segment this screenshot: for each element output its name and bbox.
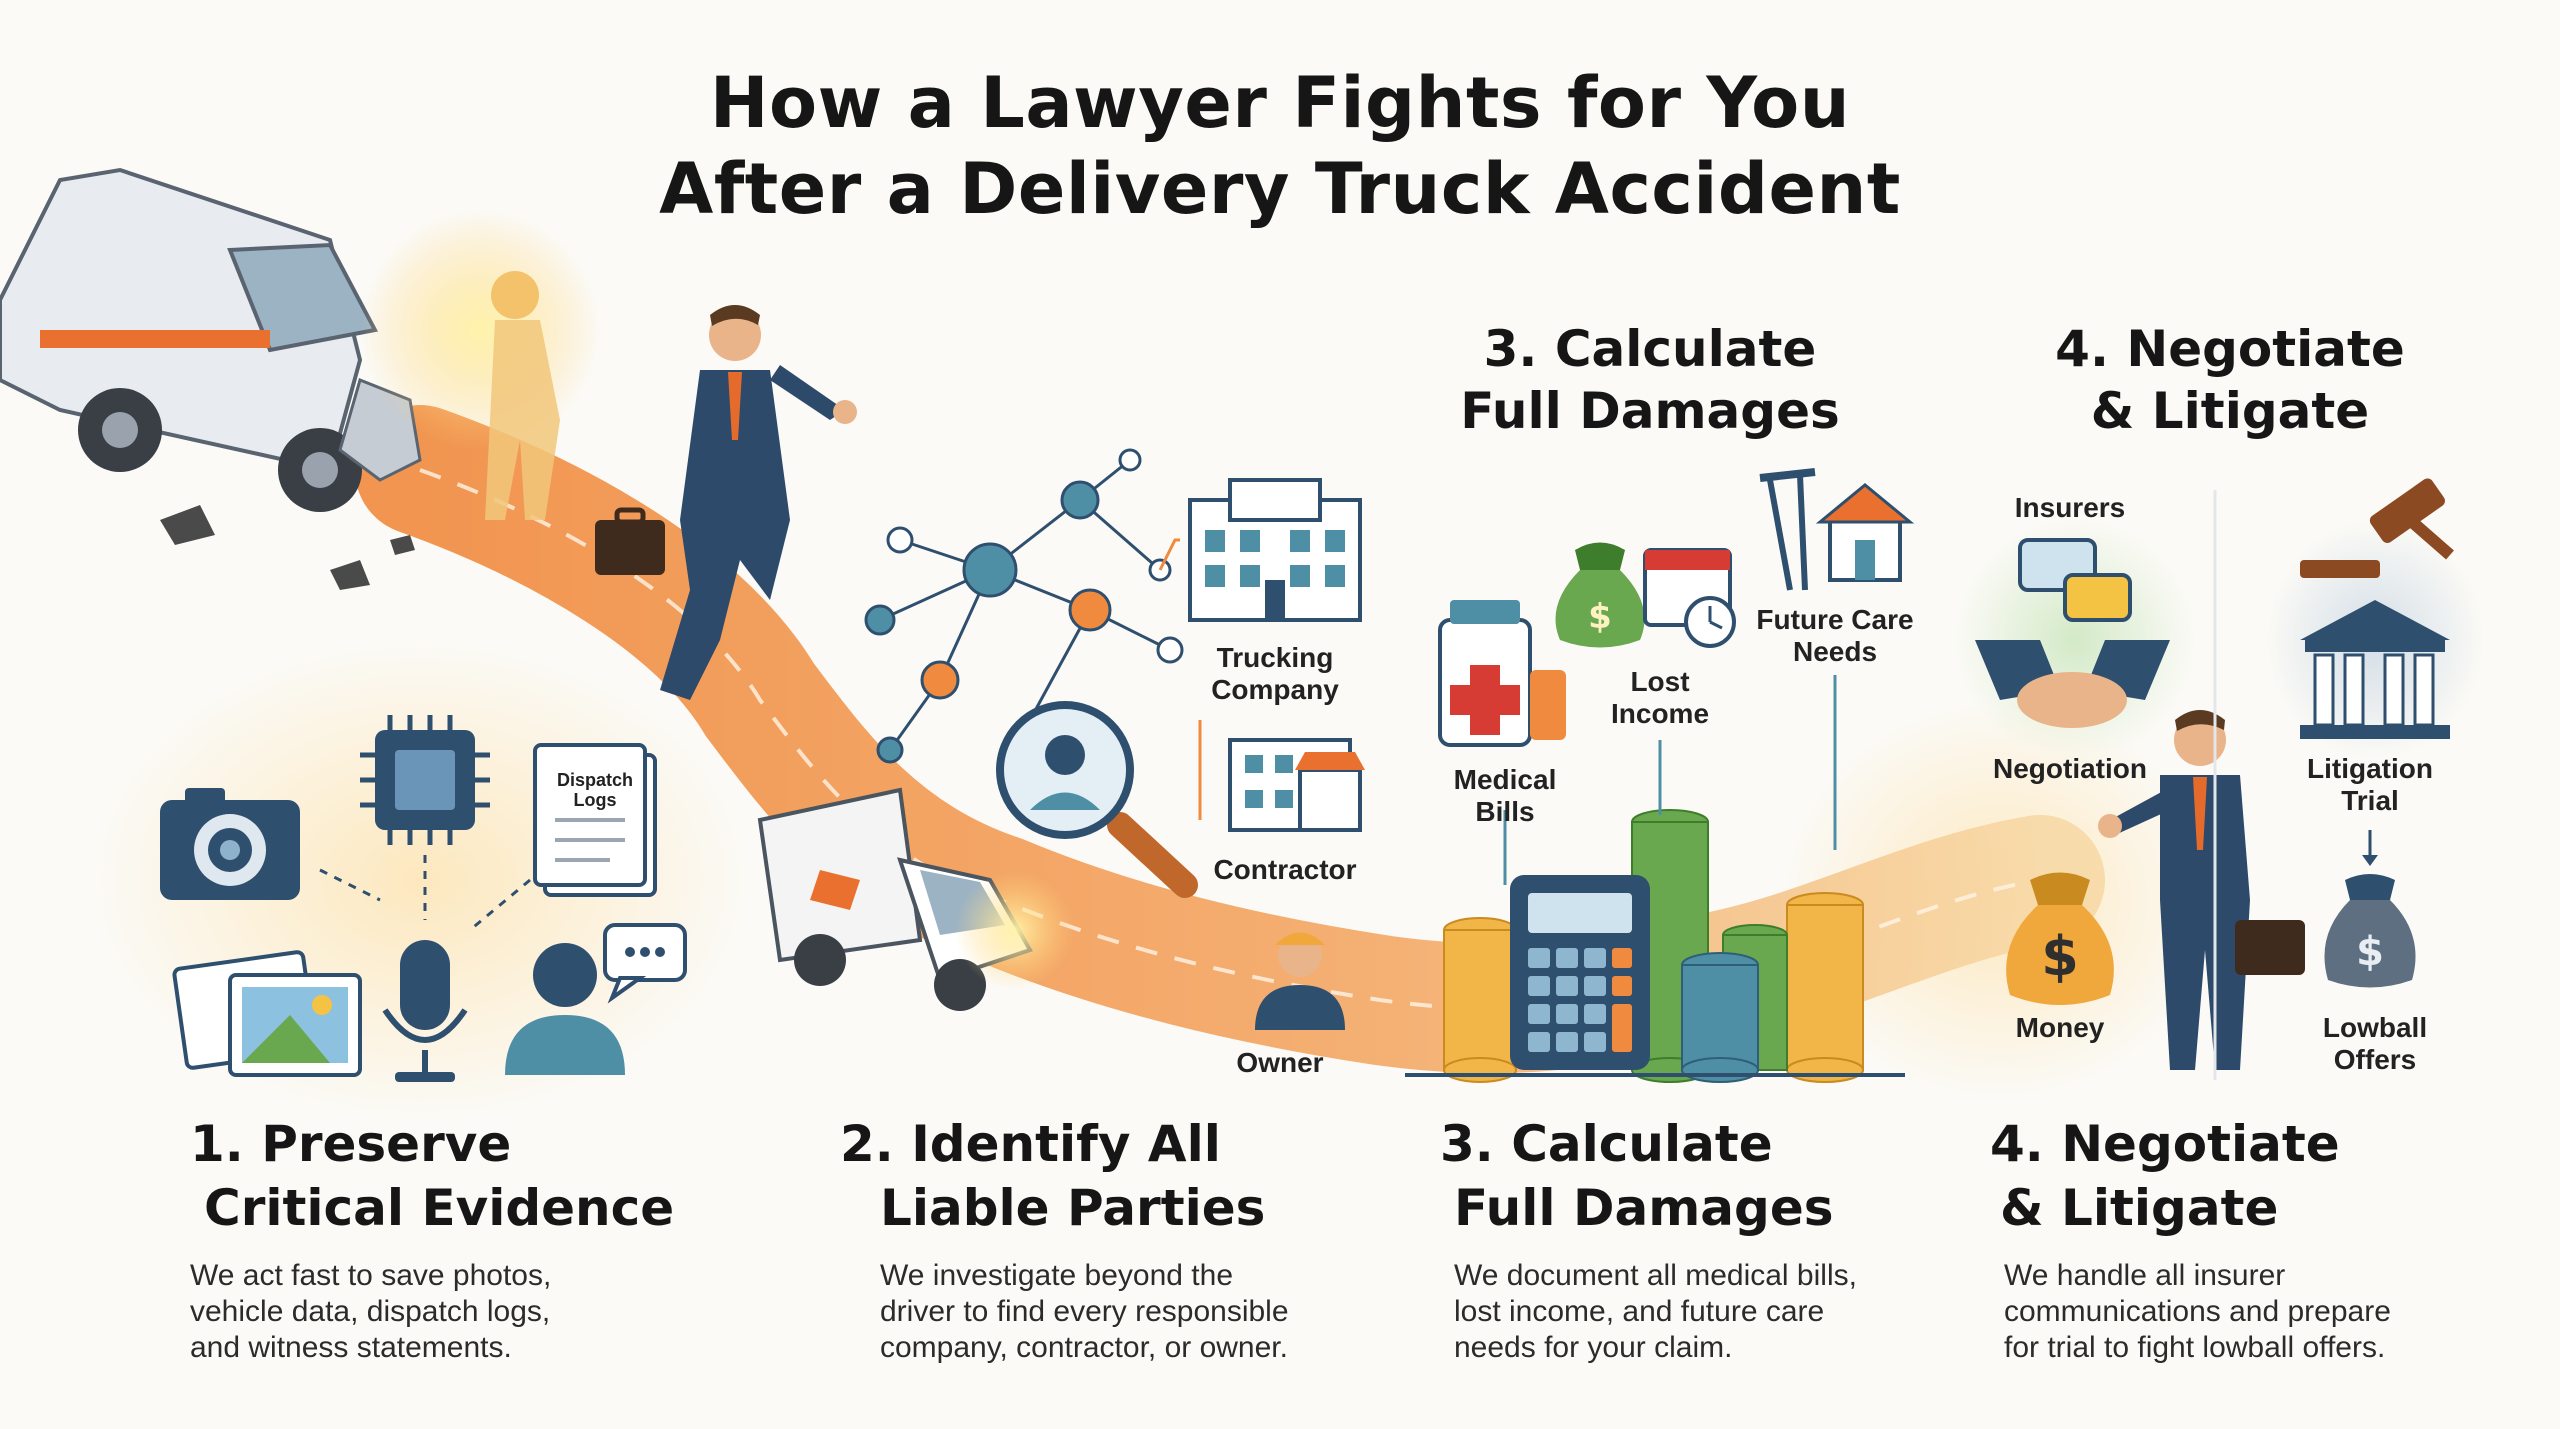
photos-icon	[172, 950, 362, 1077]
step-3-block: 3. Calculate Full Damages We document al…	[1440, 1112, 1900, 1366]
injured-person-icon	[485, 271, 560, 520]
courthouse-icon	[2300, 600, 2450, 739]
trucking-company-label: Trucking Company	[1211, 642, 1339, 705]
step-1-heading: 1. Preserve Critical Evidence	[190, 1115, 675, 1237]
lowball-bag-icon: $	[2324, 830, 2416, 988]
lost-income-label: Lost Income	[1610, 666, 1710, 729]
lowball-offers-label: Lowball Offers	[2322, 1012, 2428, 1075]
calendar-clock-icon	[1643, 548, 1736, 648]
contractor-building-icon	[1228, 738, 1365, 832]
owner-icon	[1255, 932, 1345, 1030]
calculator-icon	[1510, 875, 1650, 1070]
dispatch-logs-icon	[533, 743, 657, 897]
impact-glow	[360, 210, 600, 450]
trucking-company-building-icon	[1188, 478, 1362, 622]
step-2-heading: 2. Identify All Liable Parties	[840, 1115, 1266, 1237]
dispatch-logs-label: Dispatch Logs	[556, 770, 634, 810]
crashed-van-icon	[0, 167, 422, 512]
step-3-heading: 3. Calculate Full Damages	[1440, 1115, 1834, 1237]
step-2-description: We investigate beyond the driver to find…	[880, 1259, 1289, 1364]
negotiation-label: Negotiation	[1993, 753, 2147, 784]
gavel-icon	[2300, 478, 2454, 578]
walking-lawyer-icon	[595, 305, 857, 700]
svg-text:$: $	[1588, 597, 1612, 637]
svg-text:$: $	[2356, 929, 2384, 975]
handshake-icon	[1975, 640, 2170, 728]
insurers-label: Insurers	[2014, 492, 2126, 523]
money-label: Money	[2015, 1012, 2105, 1043]
money-bag-large-icon: $	[2006, 872, 2114, 1005]
damages-top-heading: 3. Calculate Full Damages	[1460, 320, 1840, 440]
step-1-description: We act fast to save photos, vehicle data…	[190, 1259, 552, 1364]
step-2-block: 2. Identify All Liable Parties We invest…	[840, 1112, 1360, 1366]
camera-icon	[160, 788, 300, 900]
future-care-needs-label: Future Care Needs	[1756, 604, 1914, 667]
step-3-description: We document all medical bills, lost inco…	[1454, 1259, 1857, 1364]
step-4-heading: 4. Negotiate & Litigate	[1990, 1115, 2340, 1237]
money-bag-icon: $	[1555, 542, 1645, 648]
microphone-icon	[382, 940, 468, 1082]
step-1-block: 1. Preserve Critical Evidence We act fas…	[190, 1112, 710, 1366]
step-4-block: 4. Negotiate & Litigate We handle all in…	[1990, 1112, 2490, 1366]
owner-label: Owner	[1236, 1047, 1324, 1078]
medicine-icon	[1438, 600, 1566, 747]
witness-icon	[505, 923, 687, 1075]
network-icon	[864, 448, 1184, 764]
magnifier-icon	[996, 701, 1198, 898]
negotiate-top-heading: 4. Negotiate & Litigate	[2055, 320, 2405, 440]
litigation-trial-label: Litigation Trial	[2307, 753, 2433, 816]
title-line-1: How a Lawyer Fights for You	[709, 62, 1851, 144]
title-line-2: After a Delivery Truck Accident	[659, 148, 1901, 230]
step-4-description: We handle all insurer communications and…	[2004, 1259, 2391, 1364]
chip-icon	[360, 715, 490, 845]
svg-text:$: $	[2041, 925, 2079, 988]
debris-icon	[160, 505, 415, 590]
contractor-label: Contractor	[1213, 854, 1357, 885]
chat-bubbles-icon	[2018, 538, 2132, 622]
lawyer-standing-icon	[2098, 710, 2305, 1070]
page-title: How a Lawyer Fights for You After a Deli…	[0, 60, 2560, 232]
medical-bills-label: Medical Bills	[1453, 764, 1557, 827]
crutches-house-icon	[1759, 468, 1915, 591]
